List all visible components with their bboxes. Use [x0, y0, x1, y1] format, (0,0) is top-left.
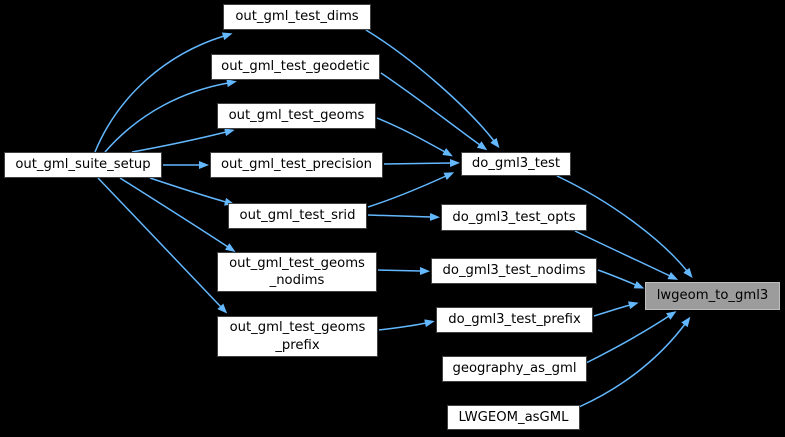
edge-out_gml_test_srid-to-do_gml3_test: [367, 172, 455, 208]
edge-out_gml_suite_setup-to-out_gml_test_dims: [94, 32, 233, 153]
node-out_gml_test_geoms_prefix[interactable]: out_gml_test_geoms _prefix: [217, 316, 378, 357]
node-do_gml3_test_nodims[interactable]: do_gml3_test_nodims: [431, 258, 597, 284]
edge-do_gml3_test-to-lwgeom_to_gml3: [556, 175, 693, 279]
node-out_gml_test_srid[interactable]: out_gml_test_srid: [228, 203, 367, 229]
node-do_gml3_test_prefix[interactable]: do_gml3_test_prefix: [436, 307, 593, 333]
node-do_gml3_test[interactable]: do_gml3_test: [461, 152, 571, 176]
edge-out_gml_suite_setup-to-out_gml_test_geodetic: [104, 79, 237, 153]
edge-out_gml_suite_setup-to-out_gml_test_geoms: [131, 128, 235, 153]
node-lwgeom_to_gml3[interactable]: lwgeom_to_gml3: [645, 282, 780, 310]
edge-out_gml_test_srid-to-do_gml3_test_opts: [367, 212, 440, 221]
edge-out_gml_suite_setup-to-out_gml_test_srid: [149, 177, 235, 206]
node-geography_as_gml[interactable]: geography_as_gml: [442, 356, 587, 382]
node-out_gml_suite_setup[interactable]: out_gml_suite_setup: [4, 152, 162, 178]
edge-out_gml_test_geoms_nodims-to-do_gml3_test_nodims: [377, 266, 430, 275]
edge-geography_as_gml-to-lwgeom_to_gml3: [585, 311, 677, 364]
node-LWGEOM_asGML[interactable]: LWGEOM_asGML: [447, 405, 580, 430]
edge-out_gml_suite_setup-to-out_gml_test_geoms_nodims: [119, 177, 236, 252]
edge-out_gml_test_geodetic-to-do_gml3_test: [380, 72, 488, 151]
node-out_gml_test_geoms_nodims[interactable]: out_gml_test_geoms _nodims: [217, 252, 377, 292]
edge-LWGEOM_asGML-to-lwgeom_to_gml3: [578, 316, 691, 408]
edge-out_gml_suite_setup-to-out_gml_test_geoms_prefix: [97, 177, 228, 314]
node-out_gml_test_precision[interactable]: out_gml_test_precision: [210, 152, 383, 178]
edge-out_gml_test_geoms_prefix-to-do_gml3_test_prefix: [378, 319, 435, 331]
edge-out_gml_test_precision-to-do_gml3_test: [383, 159, 460, 168]
edge-do_gml3_test_opts-to-lwgeom_to_gml3: [574, 230, 679, 280]
edge-do_gml3_test_nodims-to-lwgeom_to_gml3: [597, 269, 645, 289]
edge-out_gml_test_geoms-to-do_gml3_test: [376, 117, 453, 157]
node-out_gml_test_geodetic[interactable]: out_gml_test_geodetic: [211, 54, 380, 80]
node-out_gml_test_dims[interactable]: out_gml_test_dims: [223, 4, 371, 30]
edge-out_gml_test_dims-to-do_gml3_test: [365, 29, 500, 149]
node-out_gml_test_geoms[interactable]: out_gml_test_geoms: [217, 103, 376, 129]
edge-do_gml3_test_prefix-to-lwgeom_to_gml3: [593, 301, 639, 317]
node-do_gml3_test_opts[interactable]: do_gml3_test_opts: [441, 204, 587, 231]
